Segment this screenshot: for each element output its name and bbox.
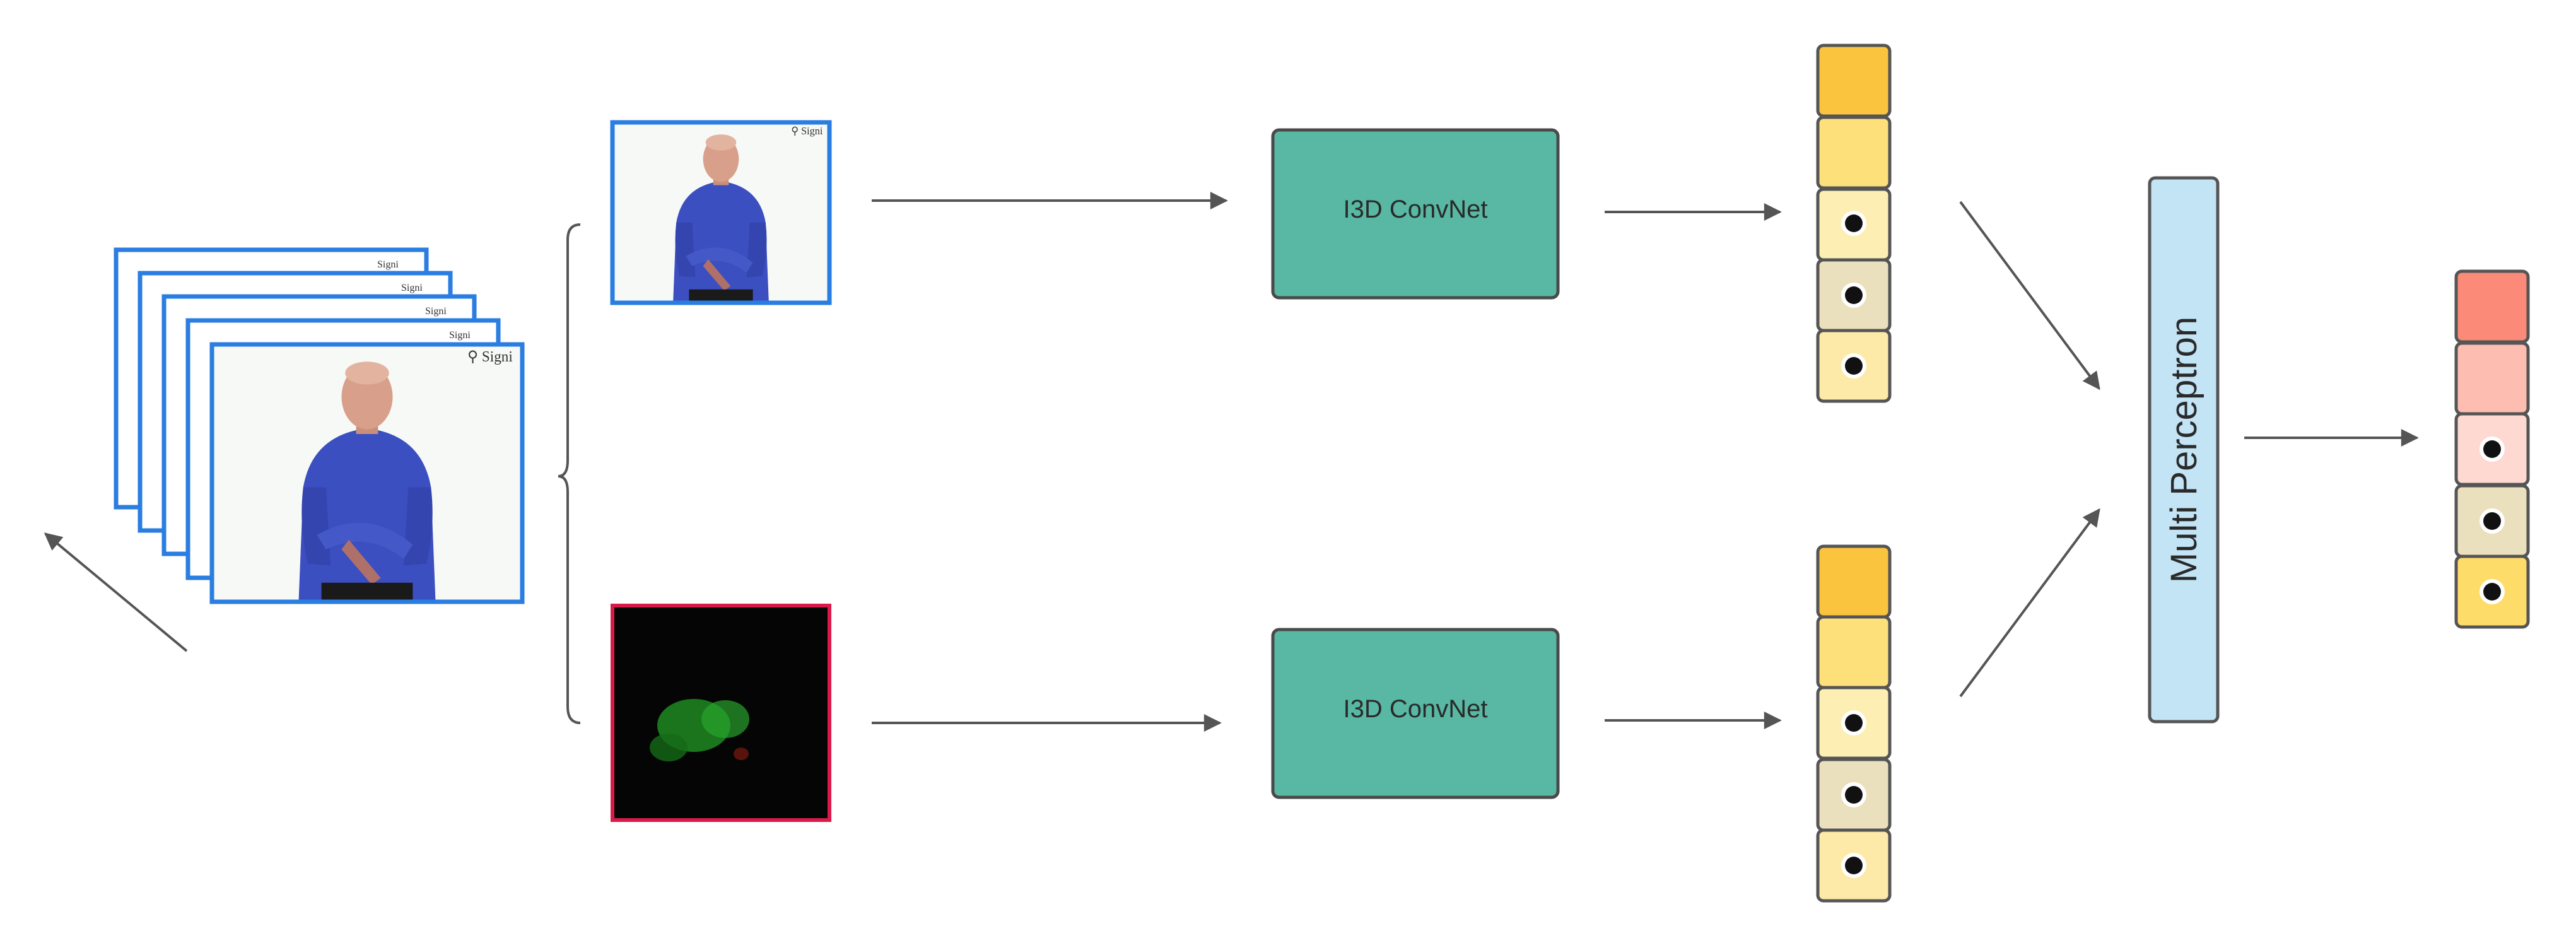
convnet-bottom-block: I3D ConvNet: [1271, 628, 1560, 799]
dot-icon: [2479, 437, 2505, 462]
input-frame-stack: Signi Signi Signi Signi: [114, 247, 525, 604]
curly-brace-icon: [558, 223, 581, 724]
dot-icon: [2479, 508, 2505, 534]
stack-frame-5-front: [209, 342, 525, 604]
watermark-text: Signi: [425, 306, 447, 317]
optical-flow-image-icon: [650, 699, 749, 761]
rgb-input-image: [610, 120, 832, 305]
feature-vector-top: [1816, 44, 1892, 403]
mlp-label: Multi Perceptron: [2163, 317, 2204, 583]
arrow-stack-out: [44, 532, 188, 652]
dot-icon: [1841, 710, 1866, 736]
watermark-text: Signi: [377, 259, 399, 270]
arrow-features-bottom-to-mlp: [1959, 508, 2100, 698]
convnet-top-block: I3D ConvNet: [1271, 128, 1560, 300]
flow-input-image: [611, 604, 831, 822]
person-photo-icon: [212, 344, 522, 602]
dot-icon: [1841, 353, 1866, 378]
dot-icon: [2479, 579, 2505, 604]
dot-icon: [1841, 853, 1866, 878]
dot-icon: [1841, 211, 1866, 236]
output-vector: [2454, 269, 2530, 629]
dot-icon: [1841, 283, 1866, 308]
convnet-bottom-label: I3D ConvNet: [1344, 695, 1488, 723]
arrow-features-top-to-mlp: [1959, 201, 2100, 390]
dot-icon: [1841, 782, 1866, 807]
person-photo-icon: [612, 122, 829, 303]
convnet-top-label: I3D ConvNet: [1344, 196, 1488, 223]
watermark-text: Signi: [449, 330, 471, 341]
mlp-block: Multi Perceptron: [2148, 176, 2220, 724]
feature-vector-bottom: [1816, 544, 1892, 903]
watermark-text: Signi: [401, 283, 423, 293]
